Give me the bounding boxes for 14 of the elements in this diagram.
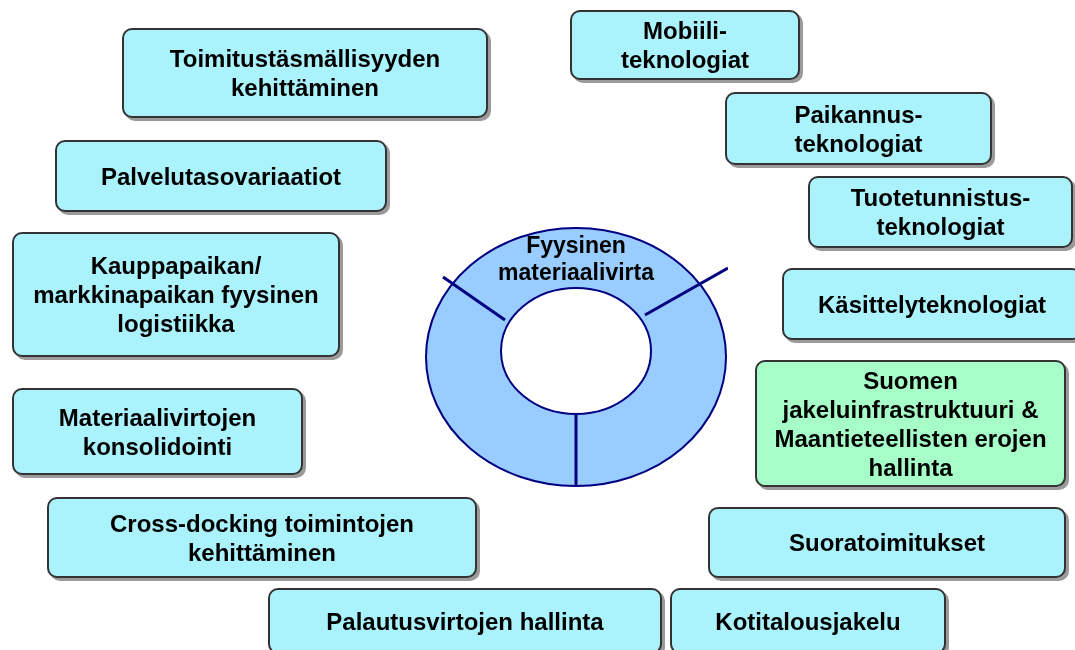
topic-box: Tuotetunnistus- teknologiat (808, 176, 1073, 248)
topic-box: Cross-docking toimintojen kehittäminen (47, 497, 477, 578)
topic-box: Kauppapaikan/ markkinapaikan fyysinen logistiikka (12, 232, 340, 357)
segment-label: Fyysinen materiaalivirta (497, 232, 656, 286)
topic-box: Palvelutasovariaatiot (55, 140, 387, 212)
topic-box: Käsittelyteknologiat (782, 268, 1075, 340)
topic-box: Suomen jakeluinfrastruktuuri & Maantieteellisten erojen hallinta (755, 360, 1066, 487)
topic-box: Paikannus- teknologiat (725, 92, 992, 165)
topic-box: Palautusvirtojen hallinta (268, 588, 662, 650)
topic-box: Toimitustäsmällisyyden kehittäminen (122, 28, 488, 118)
topic-box: Kotitalousjakelu (670, 588, 946, 650)
topic-box: Mobiili- teknologiat (570, 10, 800, 80)
topic-box: Materiaalivirtojen konsolidointi (12, 388, 303, 475)
topic-box: Suoratoimitukset (708, 507, 1066, 578)
